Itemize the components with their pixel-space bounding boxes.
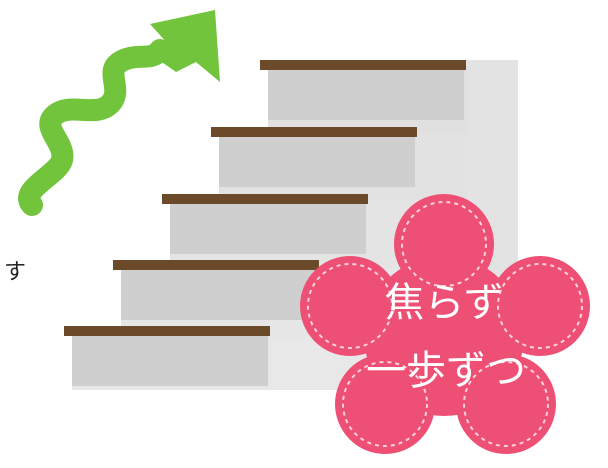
stair-tread xyxy=(211,127,417,137)
stair-riser xyxy=(72,336,268,386)
flower-text-line1: 焦らず xyxy=(384,280,503,326)
flower-text-line2: 一歩ずつ xyxy=(366,348,526,394)
staircase xyxy=(64,60,518,390)
stair-riser xyxy=(170,204,366,254)
stair-tread xyxy=(64,326,270,336)
wavy-arrow-icon xyxy=(18,10,220,216)
side-text: す xyxy=(4,260,27,285)
stair-tread xyxy=(113,260,319,270)
stair-riser xyxy=(121,270,317,320)
stair-tread xyxy=(260,60,466,70)
flower-icon: 焦らず 一歩ずつ xyxy=(300,194,590,454)
stair-riser xyxy=(219,137,415,187)
stair-riser xyxy=(268,70,464,120)
stair-tread xyxy=(162,194,368,204)
